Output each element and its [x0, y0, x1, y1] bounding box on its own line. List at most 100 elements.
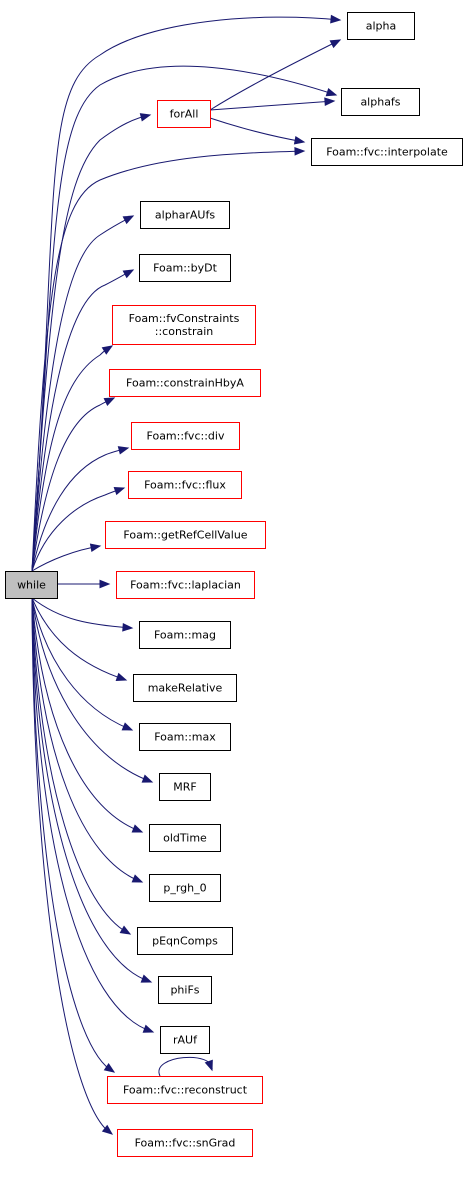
node-box: [116, 571, 255, 599]
edge-while-to-getRefCellValue-arrowhead: [89, 543, 102, 552]
node-box: [139, 254, 231, 282]
edge-forAll-to-alphafs-arrowhead: [324, 97, 336, 106]
node-box: [133, 674, 237, 702]
node-label: Foam::mag: [154, 629, 216, 642]
node-box: [131, 422, 240, 450]
edge-while-to-MRF-arrowhead: [141, 774, 154, 783]
node-label: Foam::max: [154, 731, 216, 744]
node-box: [128, 471, 242, 499]
edge-while-to-phiFs: [31, 597, 152, 983]
node-box: [105, 521, 266, 549]
node-label: ::constrain: [155, 325, 214, 338]
node-pEqnComps[interactable]: pEqnComps: [137, 927, 233, 955]
node-fvConstraints-constrain[interactable]: Foam::fvConstraints::constrain: [112, 305, 256, 345]
edges-layer: [31, 14, 342, 1135]
node-alphafs[interactable]: alphafs: [341, 88, 420, 116]
edge-while-to-alphafs: [31, 65, 337, 572]
node-alpharAUfs[interactable]: alpharAUfs: [140, 201, 230, 229]
edge-while-to-fvc-flux-arrowhead: [113, 486, 126, 496]
node-makeRelative[interactable]: makeRelative: [133, 674, 237, 702]
node-label: Foam::fvc::div: [147, 430, 225, 443]
node-fvc-reconstruct[interactable]: Foam::fvc::reconstruct: [107, 1076, 263, 1104]
node-box: [159, 773, 211, 801]
node-oldTime[interactable]: oldTime: [149, 824, 221, 852]
node-box: [112, 305, 256, 345]
node-phiFs[interactable]: phiFs: [158, 976, 212, 1004]
node-label: Foam::byDt: [153, 262, 217, 275]
edge-forAll-to-alpha-arrowhead: [329, 39, 342, 49]
edge-while-to-byDt: [31, 269, 134, 572]
edge-while-to-fvc-snGrad: [31, 597, 113, 1135]
node-constrainHbyA[interactable]: Foam::constrainHbyA: [109, 369, 261, 397]
edge-while-to-rAUf-arrowhead: [142, 1024, 155, 1033]
edge-while-to-fvc-interpolate: [31, 150, 305, 572]
node-p_rgh_0[interactable]: p_rgh_0: [149, 874, 221, 902]
node-label: Foam::fvc::flux: [144, 479, 226, 492]
node-label: rAUf: [173, 1034, 198, 1047]
node-box: [5, 571, 58, 599]
node-label: Foam::getRefCellValue: [123, 529, 247, 542]
edge-while-to-forAll-arrowhead: [139, 113, 152, 122]
edge-while-to-rAUf: [31, 597, 154, 1033]
edge-while-to-max-arrowhead: [121, 722, 134, 731]
node-rAUf[interactable]: rAUf: [160, 1026, 210, 1054]
edge-while-to-MRF: [31, 597, 153, 783]
edge-while-to-max: [31, 597, 133, 731]
edge-while-to-fvc-laplacian-arrowhead: [99, 579, 111, 589]
node-label: alphafs: [360, 96, 400, 109]
edge-while-to-constrainHbyA: [31, 397, 115, 572]
node-root-while[interactable]: while: [5, 571, 58, 599]
node-max[interactable]: Foam::max: [139, 723, 231, 751]
edge-while-to-mag: [31, 597, 133, 629]
edge-forAll-to-fvc-interpolate: [209, 117, 305, 143]
node-MRF[interactable]: MRF: [159, 773, 211, 801]
edge-while-to-fvConstraints-constrain-arrowhead: [101, 345, 114, 355]
node-fvc-div[interactable]: Foam::fvc::div: [131, 422, 240, 450]
node-alpha[interactable]: alpha: [347, 12, 415, 40]
node-label: alpharAUfs: [155, 209, 215, 222]
node-fvc-snGrad[interactable]: Foam::fvc::snGrad: [117, 1129, 253, 1157]
node-label: phiFs: [170, 984, 199, 997]
node-label: alpha: [366, 20, 397, 33]
node-box: [137, 927, 233, 955]
edge-while-to-alphafs-arrowhead: [325, 87, 338, 97]
node-label: oldTime: [163, 832, 207, 845]
edge-while-to-fvc-div-arrowhead: [117, 446, 130, 455]
node-label: pEqnComps: [152, 935, 218, 948]
edge-while-to-oldTime-arrowhead: [131, 824, 144, 833]
edge-while-to-forAll: [31, 114, 151, 572]
node-label: Foam::fvConstraints: [129, 312, 240, 325]
node-forAll[interactable]: forAll: [157, 100, 211, 128]
edge-while-to-makeRelative-arrowhead: [115, 672, 128, 682]
edge-while-to-fvc-reconstruct-arrowhead: [103, 1063, 116, 1073]
node-label: Foam::fvc::snGrad: [135, 1137, 236, 1150]
node-fvc-interpolate[interactable]: Foam::fvc::interpolate: [311, 138, 463, 166]
node-fvc-laplacian[interactable]: Foam::fvc::laplacian: [116, 571, 255, 599]
node-mag[interactable]: Foam::mag: [139, 621, 231, 649]
edge-forAll-to-alphafs: [209, 100, 335, 111]
edge-while-to-pEqnComps: [31, 597, 131, 935]
edge-fvc-reconstruct-to-fvc-reconstruct-arrowhead: [204, 1059, 213, 1072]
edge-while-to-mag-arrowhead: [122, 622, 134, 632]
node-byDt[interactable]: Foam::byDt: [139, 254, 231, 282]
node-box: [160, 1026, 210, 1054]
edge-forAll-to-fvc-interpolate-arrowhead: [293, 136, 306, 145]
node-getRefCellValue[interactable]: Foam::getRefCellValue: [105, 521, 266, 549]
node-box: [149, 824, 221, 852]
edge-while-to-fvc-interpolate-arrowhead: [294, 146, 306, 156]
node-box: [311, 138, 463, 166]
node-box: [107, 1076, 263, 1104]
node-label: p_rgh_0: [163, 882, 206, 895]
node-box: [158, 976, 212, 1004]
node-label: while: [17, 579, 46, 592]
node-label: Foam::fvc::interpolate: [326, 146, 448, 159]
node-box: [341, 88, 420, 116]
node-box: [149, 874, 221, 902]
edge-while-to-phiFs-arrowhead: [140, 974, 153, 983]
edge-fvc-reconstruct-to-fvc-reconstruct: [158, 1056, 213, 1077]
node-fvc-flux[interactable]: Foam::fvc::flux: [128, 471, 242, 499]
node-label: Foam::fvc::reconstruct: [123, 1084, 248, 1097]
node-box: [117, 1129, 253, 1157]
